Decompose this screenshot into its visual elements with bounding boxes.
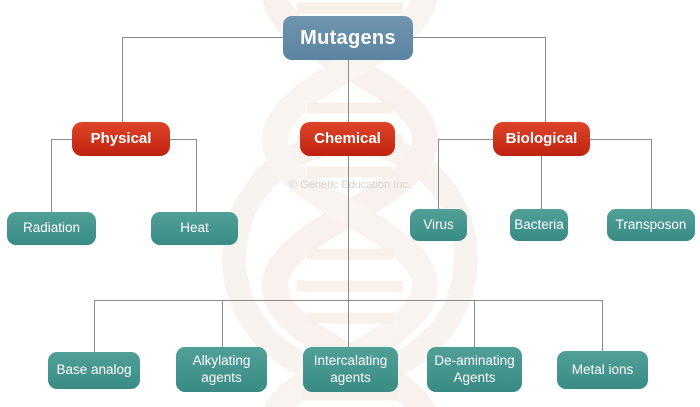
connector-line <box>438 139 493 140</box>
node-base-analog: Base analog <box>48 352 140 389</box>
node-transposon: Transposon <box>607 209 695 241</box>
node-alkylating-agents: Alkylating agents <box>176 347 267 392</box>
node-radiation: Radiation <box>7 212 96 245</box>
connector-line <box>94 300 95 352</box>
copyright-watermark: © Genetic Education Inc. <box>289 179 411 191</box>
node-heat: Heat <box>151 212 238 245</box>
connector-line <box>122 37 283 38</box>
connector-line <box>348 156 349 300</box>
node-physical: Physical <box>72 122 170 156</box>
connector-line <box>413 37 545 38</box>
node-biological: Biological <box>493 122 590 156</box>
node-intercalating-agents: Intercalating agents <box>303 347 398 392</box>
connector-line <box>348 60 349 122</box>
node-virus: Virus <box>410 209 467 241</box>
connector-line <box>651 139 652 209</box>
dna-helix-watermark <box>222 0 478 407</box>
node-chemical: Chemical <box>300 122 395 156</box>
connector-line <box>545 37 546 122</box>
connector-line <box>51 139 52 212</box>
connector-line <box>122 37 123 122</box>
connector-line <box>474 300 475 347</box>
connector-line <box>196 139 197 212</box>
connector-line <box>602 300 603 351</box>
connector-line <box>51 139 72 140</box>
node-metal-ions: Metal ions <box>557 351 648 389</box>
connector-line <box>348 300 349 347</box>
node-de-aminating-agents: De-aminating Agents <box>427 347 522 392</box>
node-mutagens: Mutagens <box>283 16 413 60</box>
node-bacteria: Bacteria <box>510 209 568 241</box>
connector-line <box>541 156 542 209</box>
connector-line <box>438 139 439 209</box>
connector-line <box>170 139 196 140</box>
connector-line <box>222 300 223 347</box>
connector-line <box>590 139 651 140</box>
